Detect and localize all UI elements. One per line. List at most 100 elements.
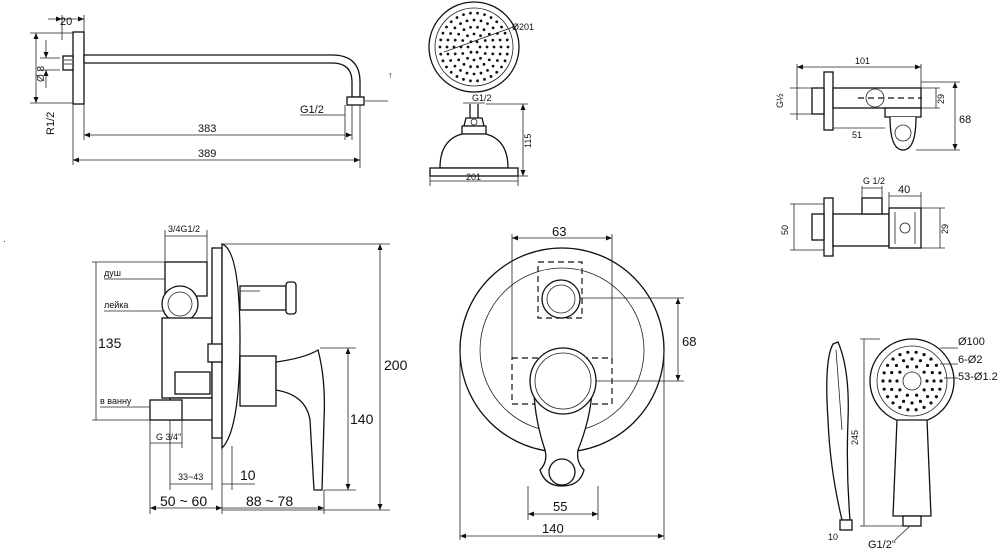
nozzle-dot: [503, 31, 507, 35]
nozzle-dot: [459, 68, 462, 72]
nozzle-dot: [472, 18, 476, 22]
nozzle-dot: [925, 379, 929, 383]
nozzle-dot: [886, 363, 890, 367]
nozzle-dot: [475, 40, 479, 44]
nozzle-dot: [901, 399, 906, 403]
nozzle-dot: [462, 62, 466, 66]
mixer-dim-3343: 33~43: [178, 472, 203, 482]
nozzle-dot: [922, 353, 926, 357]
nozzle-dot: [505, 38, 509, 42]
hand-dim-53: 53-Ø1.2: [958, 371, 998, 383]
nozzle-dot: [472, 58, 476, 62]
mixer-diverter-knob: [285, 281, 297, 315]
nozzle-dot: [483, 77, 486, 81]
nozzle-dot: [938, 371, 942, 375]
nozzle-dot: [915, 365, 919, 369]
nozzle-dot: [445, 65, 448, 69]
holder2-dim-29: 29: [940, 224, 950, 234]
mixer-lever: [275, 348, 326, 491]
nozzle-dot: [465, 71, 469, 75]
nozzle-dot: [441, 59, 445, 63]
nozzle-dot: [901, 359, 906, 363]
margin-mark: ·: [3, 236, 6, 246]
nozzle-dot: [881, 379, 885, 383]
head-side-dim-g: G1/2: [472, 93, 492, 103]
nozzle-dot: [905, 393, 909, 397]
nozzle-dot: [898, 405, 902, 409]
nozzle-dot: [895, 379, 899, 383]
nozzle-dot: [469, 79, 472, 83]
nozzle-dot: [449, 32, 453, 35]
head-nozzles: [438, 11, 510, 83]
nozzle-dot: [888, 379, 892, 383]
nozzle-dot: [462, 77, 465, 81]
nozzle-dot: [462, 13, 465, 17]
nozzle-dot: [503, 59, 507, 63]
nozzle-dot: [455, 75, 459, 78]
nozzle-dot: [934, 395, 938, 399]
nozzle-dot: [932, 379, 936, 383]
hand-dim-245: 245: [850, 430, 860, 445]
nozzle-dot: [476, 79, 479, 83]
nozzle-dot: [506, 45, 510, 49]
nozzle-dot: [500, 25, 503, 29]
nozzle-dot: [483, 52, 487, 55]
nozzle-dot: [441, 31, 445, 35]
nozzle-dot: [930, 370, 934, 375]
holder2-dim-40: 40: [898, 184, 910, 196]
nozzle-dot: [476, 25, 479, 29]
nozzle-dot: [499, 45, 503, 49]
front-dim-63: 63: [552, 224, 566, 239]
nozzle-dot: [894, 363, 899, 368]
mixer-dim-top: 3/4G1/2: [168, 224, 200, 234]
nozzle-dot: [439, 52, 443, 56]
mixer-side-view: душ лейка в ванну 3/4G1/2 135 G 3/4" 33~…: [92, 224, 408, 514]
nozzle-dot: [469, 25, 472, 29]
head-side-dim-h: 115: [523, 134, 533, 148]
shower-arm-view: ↑ 20 Ø 8 R1/2 G1/2 383: [30, 15, 393, 168]
front-lever: [533, 391, 593, 487]
nozzle-dot: [466, 56, 469, 60]
hand-dim-g: G1/2": [868, 539, 896, 551]
mixer-dim-135: 135: [98, 335, 122, 351]
nozzle-dot: [478, 45, 482, 49]
nozzle-dot: [915, 393, 919, 397]
mixer-dim-140: 140: [350, 411, 374, 427]
nozzle-dot: [489, 16, 493, 19]
nozzle-dot: [472, 32, 476, 36]
head-dim-dia: Ø201: [512, 22, 534, 32]
nozzle-dot: [479, 19, 483, 23]
nozzle-dot: [461, 52, 465, 55]
front-diverter-knob: [541, 279, 581, 319]
hose-holder-1-view: 101 G½ 29 68 51: [775, 56, 971, 151]
nozzle-dot: [439, 38, 443, 42]
nozzle-dot: [482, 28, 486, 32]
mixer-front-view: 63 68 55 140: [459, 224, 696, 540]
head-bell: [439, 133, 509, 169]
holder1-dim-101: 101: [855, 56, 870, 66]
hand-dim-6: 6-Ø2: [958, 354, 982, 366]
hand-dim-10: 10: [828, 532, 838, 542]
arm-dim-389: 389: [198, 148, 216, 160]
arm-flange-stem: [62, 55, 74, 71]
nozzle-dot: [453, 64, 457, 68]
nozzle-dot: [929, 401, 933, 405]
nozzle-dot: [495, 59, 499, 62]
mixer-dim-10: 10: [240, 467, 256, 483]
nozzle-dot: [459, 22, 462, 26]
hand-shower-nozzles: [881, 350, 943, 412]
arm-dim-r12: R1/2: [45, 112, 57, 135]
nozzle-dot: [491, 64, 495, 68]
nozzle-dot: [486, 68, 489, 72]
arm-pipe: [83, 54, 361, 98]
nozzle-dot: [898, 370, 902, 374]
hand-shower-side-profile: [826, 341, 851, 521]
nozzle-dot: [934, 363, 938, 367]
head-face-plate: [429, 167, 519, 177]
nozzle-dot: [452, 45, 456, 49]
nozzle-dot: [505, 52, 509, 56]
nozzle-dot: [495, 20, 499, 24]
nozzle-dot: [445, 45, 449, 49]
nozzle-dot: [891, 357, 895, 361]
